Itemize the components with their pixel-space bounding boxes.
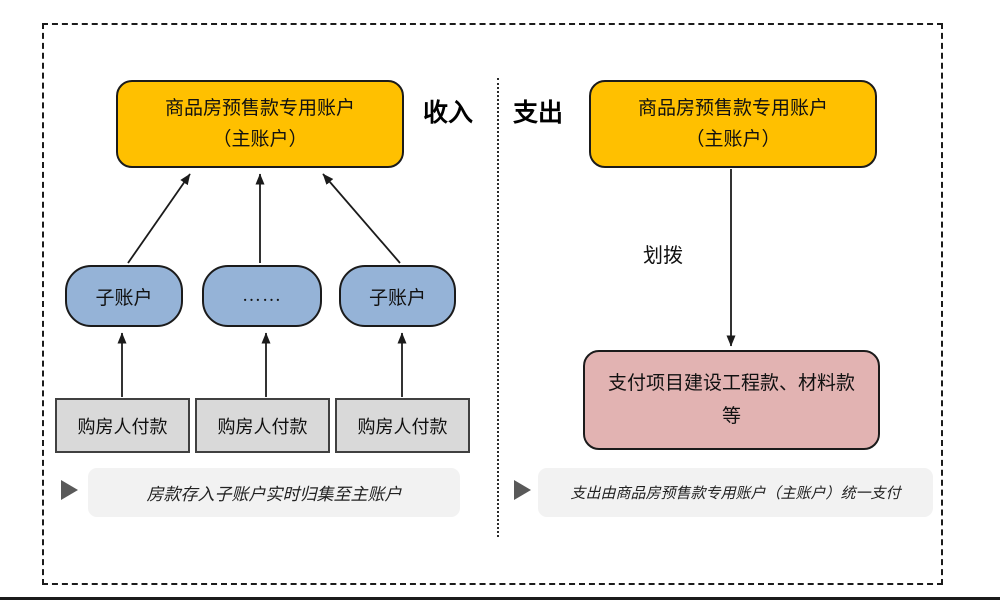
main-account-subtitle: （主账户）	[685, 129, 781, 150]
transfer-label: 划拨	[643, 245, 683, 267]
main-account-box-expense: 商品房预售款专用账户 （主账户）	[589, 80, 877, 168]
payment-box: 支付项目建设工程款、材料款等	[583, 350, 880, 450]
expense-section-label: 支出	[513, 99, 564, 127]
diagram-dashed-border	[42, 23, 943, 585]
expense-note: 支出由商品房预售款专用账户（主账户）统一支付	[538, 468, 933, 517]
main-account-title: 商品房预售款专用账户	[637, 98, 828, 119]
sub-account-box-1: 子账户	[65, 265, 183, 327]
sub-account-box-ellipsis: ……	[202, 265, 322, 327]
payer-box-2: 购房人付款	[195, 398, 330, 453]
sub-account-box-2: 子账户	[339, 265, 456, 327]
income-note: 房款存入子账户实时归集至主账户	[88, 468, 460, 517]
income-expense-divider	[497, 78, 499, 537]
payer-box-1: 购房人付款	[55, 398, 190, 453]
main-account-title: 商品房预售款专用账户	[164, 98, 355, 119]
main-account-box-income: 商品房预售款专用账户 （主账户）	[116, 80, 404, 168]
play-triangle-icon	[61, 480, 78, 500]
play-triangle-icon	[514, 480, 531, 500]
main-account-subtitle: （主账户）	[212, 129, 308, 150]
income-section-label: 收入	[423, 99, 474, 127]
bottom-rule	[0, 597, 1000, 600]
payer-box-3: 购房人付款	[335, 398, 470, 453]
